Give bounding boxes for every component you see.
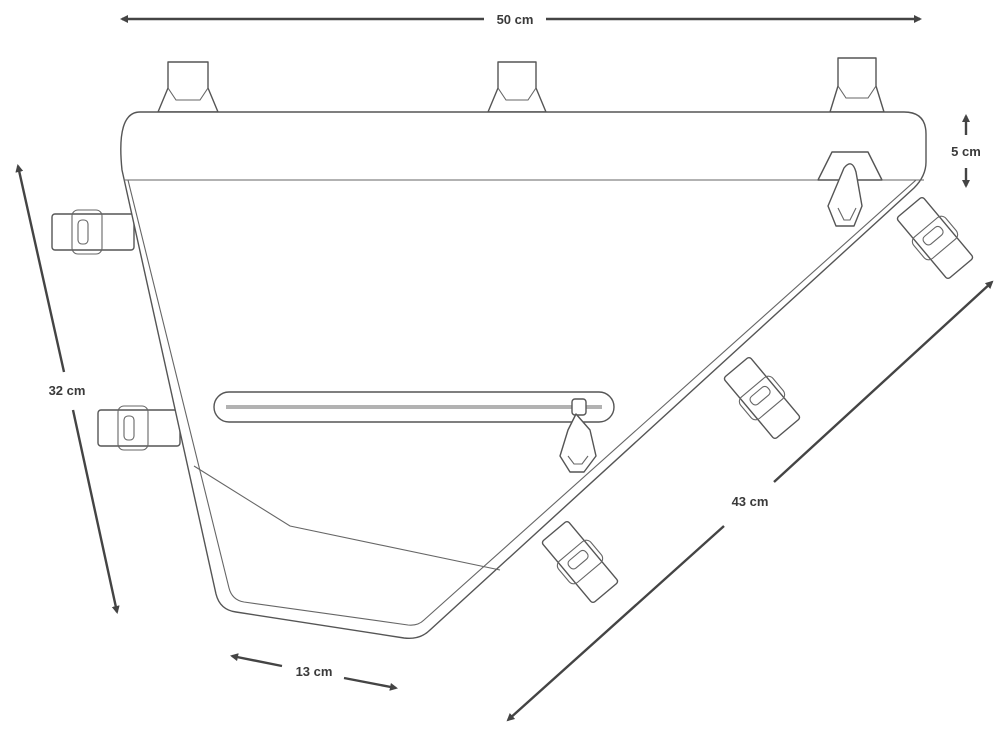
dimension-top-height: 5 cm xyxy=(951,114,981,188)
bag-body xyxy=(120,111,927,640)
label-diagonal: 43 cm xyxy=(732,494,769,509)
buckle-left-lower xyxy=(97,405,181,451)
label-bottom-length: 13 cm xyxy=(296,664,333,679)
label-front-height: 32 cm xyxy=(49,383,86,398)
buckle-diagonal-1 xyxy=(896,196,974,280)
top-strap-left xyxy=(157,61,219,113)
buckle-diagonal-3 xyxy=(541,520,619,604)
dimension-front-height: 32 cm xyxy=(15,164,120,614)
dimension-bottom-length: 13 cm xyxy=(230,653,398,691)
dimension-diagonal: 43 cm xyxy=(506,280,994,722)
bag-inner-edge xyxy=(127,179,918,626)
lower-panel-seam xyxy=(193,465,501,571)
buckle-left-upper xyxy=(51,209,135,255)
top-strap-right xyxy=(829,57,885,113)
label-width-top: 50 cm xyxy=(497,12,534,27)
top-strap-middle xyxy=(487,61,547,113)
top-zipper-pull xyxy=(817,151,883,227)
buckle-diagonal-2 xyxy=(723,356,801,440)
side-zipper xyxy=(213,391,615,473)
dimension-width-top: 50 cm xyxy=(120,12,922,27)
label-top-height: 5 cm xyxy=(951,144,981,159)
